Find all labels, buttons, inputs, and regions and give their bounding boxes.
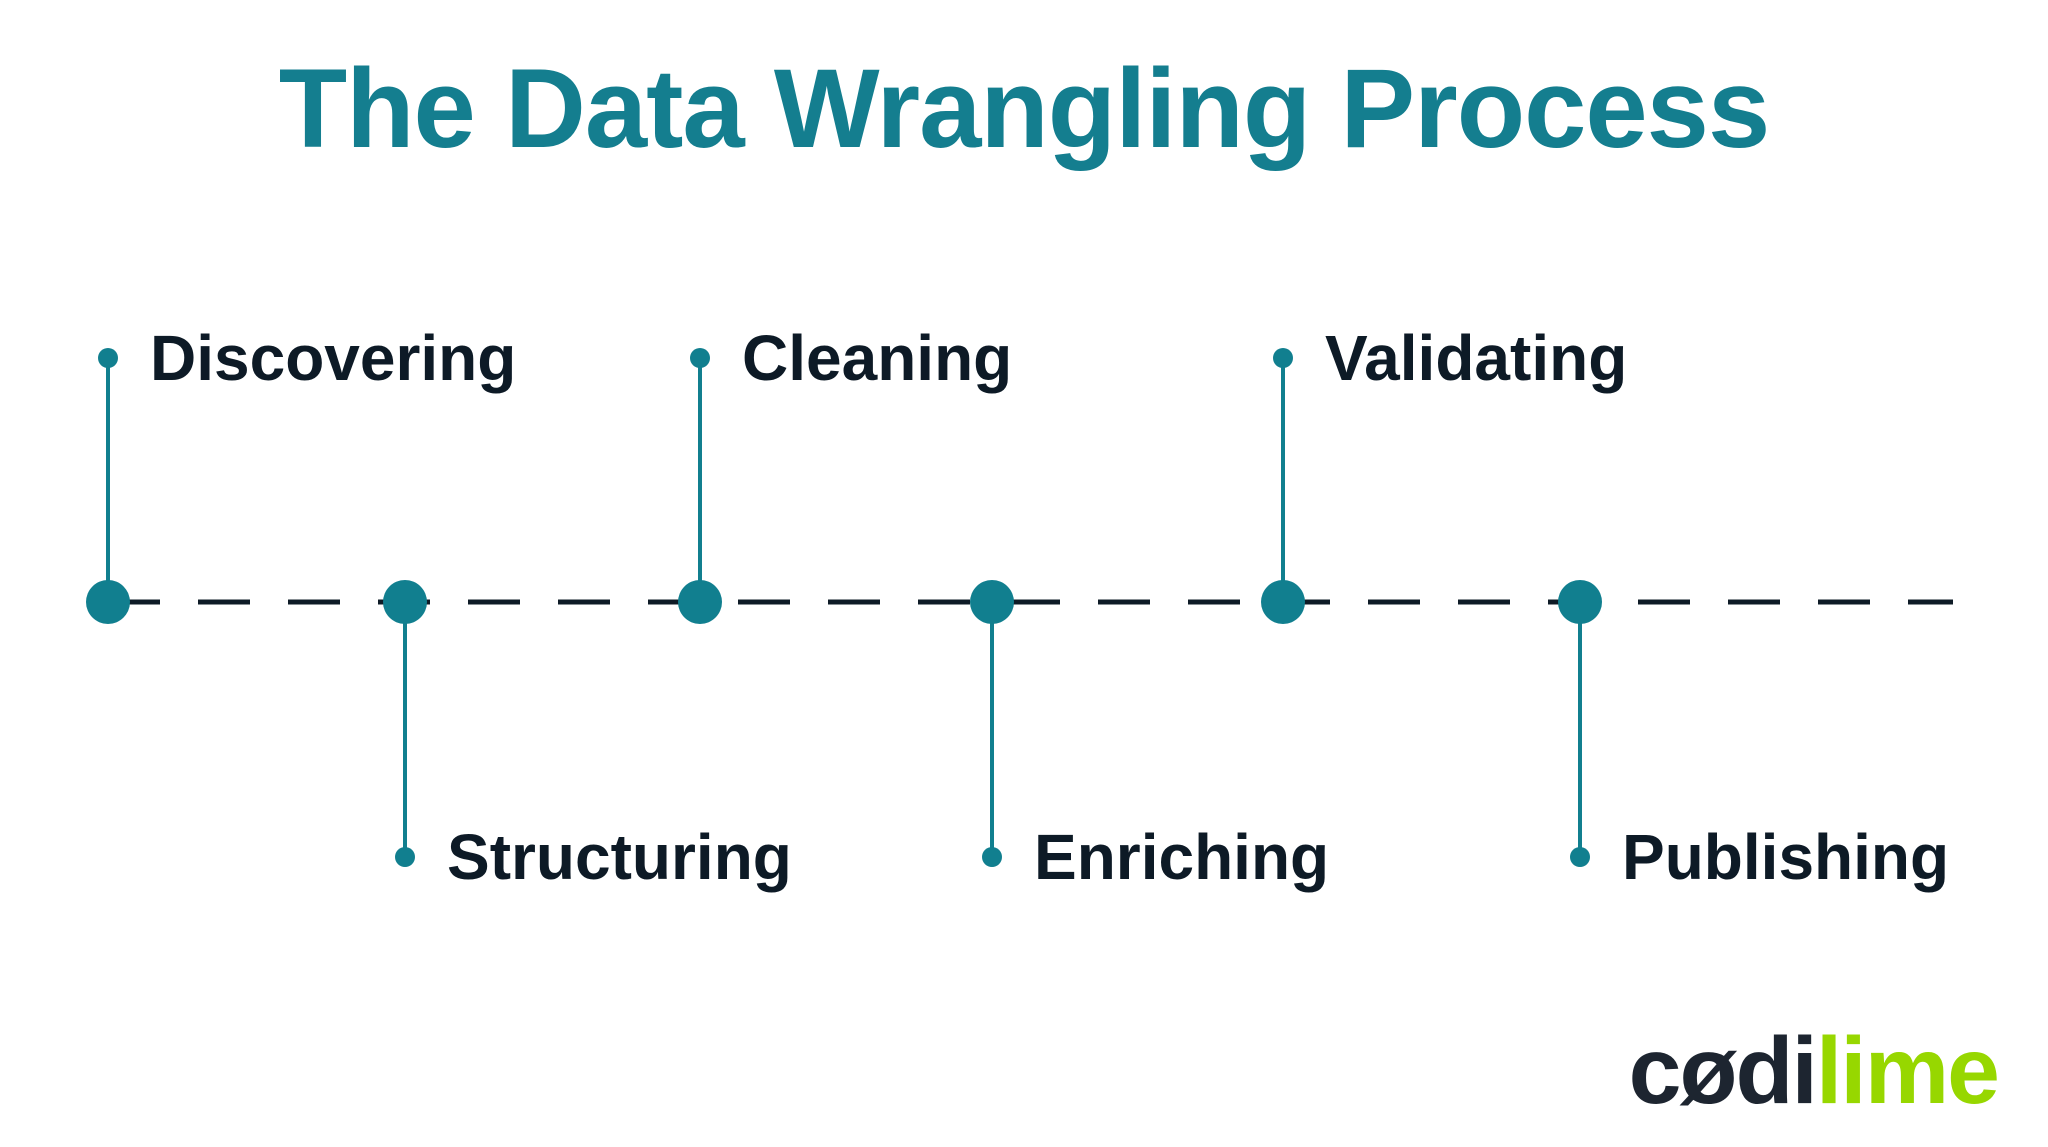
stage-bullet-structuring [395,847,415,867]
stage-dot-discovering [86,580,130,624]
stage-dot-publishing [1558,580,1602,624]
stage-bullet-validating [1273,348,1293,368]
logo-text-green: lime [1815,1018,2000,1124]
stage-bullet-discovering [98,348,118,368]
stage-bullet-cleaning [690,348,710,368]
stage-label-publishing: Publishing [1622,821,1950,893]
stage-label-cleaning: Cleaning [742,322,1013,394]
stage-dot-enriching [970,580,1014,624]
logo-text-dark: cødi [1628,1018,1818,1124]
stage-dot-structuring [383,580,427,624]
stage-dot-validating [1261,580,1305,624]
stage-bullet-enriching [982,847,1002,867]
codilime-logo: cødilime [1629,1024,2000,1119]
stage-label-structuring: Structuring [447,821,792,893]
page-title: The Data Wrangling Process [278,46,1771,171]
stage-label-discovering: Discovering [150,322,517,394]
stage-label-validating: Validating [1325,322,1628,394]
stage-dot-cleaning [678,580,722,624]
stage-bullet-publishing [1570,847,1590,867]
stage-label-enriching: Enriching [1034,821,1330,893]
